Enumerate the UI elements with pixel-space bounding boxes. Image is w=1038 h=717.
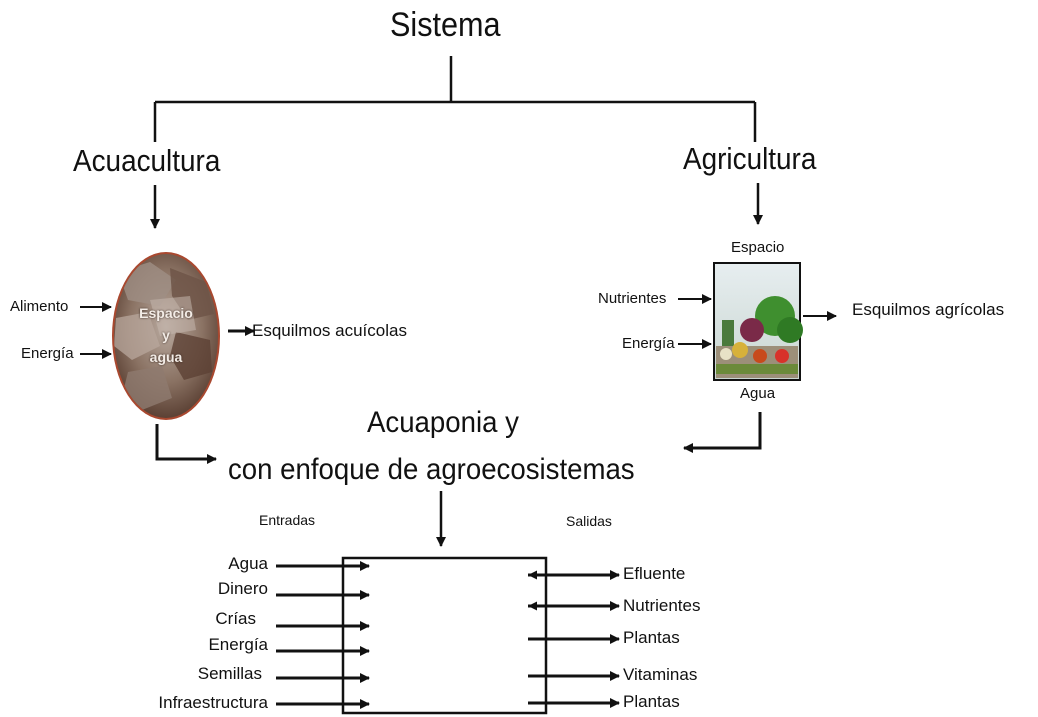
arrow-agri-to-acuaponia <box>683 412 762 453</box>
salida-plantas-2: Plantas <box>623 692 680 711</box>
aquaculture-image <box>112 252 220 420</box>
entrada-semillas: Semillas <box>197 664 262 683</box>
entrada-energia: Energía <box>208 635 268 654</box>
entrada-infraestructura: Infraestructura <box>158 693 268 712</box>
entrada-crias: Crías <box>215 609 256 628</box>
salida-efluente: Efluente <box>623 564 686 583</box>
salidas-heading: Salidas <box>566 513 612 529</box>
page-title: Sistema <box>390 6 501 44</box>
entradas-heading: Entradas <box>259 512 316 528</box>
salida-vitaminas: Vitaminas <box>623 665 698 684</box>
acuaponia-title-line-1: Acuaponia y <box>367 406 519 439</box>
agri-input-nutrientes: Nutrientes <box>598 290 667 307</box>
agri-output-label: Esquilmos agrícolas <box>852 300 1005 319</box>
system-box <box>341 556 548 715</box>
entrada-agua: Agua <box>228 554 268 573</box>
agricultura-title: Agricultura <box>683 141 817 176</box>
acuaponia-title-line-2: con enfoque de agroecosistemas <box>228 453 635 486</box>
acua-input-alimento: Alimento <box>10 298 69 315</box>
acua-center-text: Espacio y agua <box>128 302 204 368</box>
acua-center-line-1: Espacio <box>139 305 193 321</box>
acuacultura-title: Acuacultura <box>73 143 221 178</box>
acua-center-line-3: agua <box>149 349 183 365</box>
arrow-acua-to-acuaponia <box>155 424 217 464</box>
agri-input-energia: Energía <box>622 335 675 352</box>
hierarchy-connectors <box>153 56 757 142</box>
input-arrows <box>276 561 370 709</box>
agri-bottom-label: Agua <box>740 385 776 402</box>
agriculture-image <box>713 262 803 381</box>
acua-input-energia: Energía <box>21 345 74 362</box>
entrada-dinero: Dinero <box>217 579 268 598</box>
acua-output-label: Esquilmos acuícolas <box>252 321 407 340</box>
agri-top-label: Espacio <box>731 239 785 256</box>
salida-nutrientes: Nutrientes <box>623 596 701 615</box>
salida-plantas-1: Plantas <box>623 628 680 647</box>
output-arrows <box>528 570 620 708</box>
acua-center-line-2: y <box>162 327 170 343</box>
